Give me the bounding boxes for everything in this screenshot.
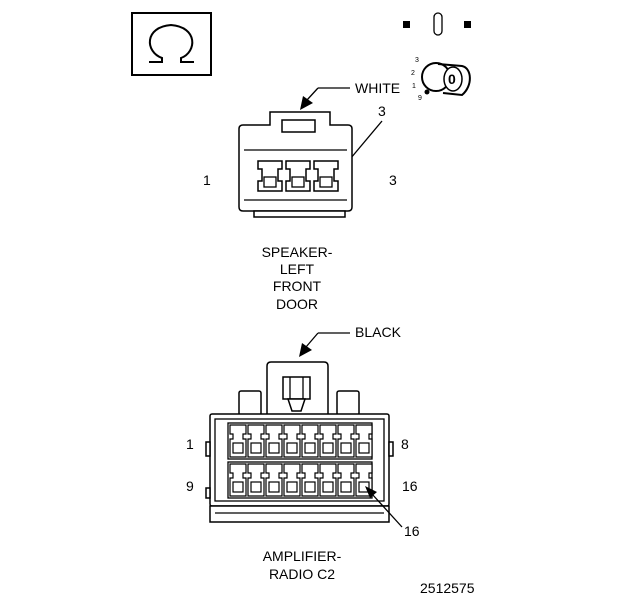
pin-cavity [301, 424, 319, 458]
black-leader-arrow [299, 332, 350, 357]
black-color-label: BLACK [355, 324, 402, 340]
pin-cavity [247, 463, 265, 497]
speaker-pin-callout: 3 [378, 103, 386, 119]
pin-cavity [301, 463, 319, 497]
ignition-position-2: 2 [411, 70, 415, 77]
pin-cavity [337, 463, 355, 497]
svg-text:LEFT: LEFT [280, 261, 315, 277]
ignition-switch-icon: 0 3 2 1 9 [403, 12, 471, 102]
pin-cavity [319, 424, 337, 458]
ignition-position-3: 3 [415, 57, 419, 64]
amplifier-pin-cavities-bottom-row [227, 461, 373, 499]
white-color-label: WHITE [355, 80, 400, 96]
svg-text:DOOR: DOOR [276, 296, 318, 312]
amplifier-bottom-left-pin-number: 9 [186, 478, 194, 494]
speaker-left-pin-number: 1 [203, 172, 211, 188]
amplifier-bottom-right-pin-number: 16 [402, 478, 418, 494]
amplifier-pin-callout-arrow [365, 486, 403, 528]
pin-cavity [355, 424, 373, 458]
figure-number: 2512575 [420, 580, 475, 596]
ohm-meter-icon [131, 12, 212, 76]
pin-cavity [229, 424, 247, 458]
ignition-position-1: 1 [412, 83, 416, 90]
amplifier-pin-cavities-top-row [227, 422, 373, 460]
pin-cavity [265, 463, 283, 497]
svg-text:RADIO C2: RADIO C2 [269, 566, 335, 582]
svg-text:AMPLIFIER-: AMPLIFIER- [263, 548, 342, 564]
pin-cavity [229, 463, 247, 497]
amplifier-top-right-pin-number: 8 [401, 436, 409, 452]
amplifier-connector: BLACK 1 8 9 16 [186, 324, 420, 582]
svg-text:SPEAKER-: SPEAKER- [262, 244, 333, 260]
svg-text:FRONT: FRONT [273, 278, 322, 294]
white-leader-arrow [300, 87, 350, 110]
speaker-connector-name: SPEAKER- LEFT FRONT DOOR [262, 244, 333, 312]
ignition-position-9: 9 [418, 95, 422, 102]
speaker-right-pin-number: 3 [389, 172, 397, 188]
pin-cavity [283, 424, 301, 458]
pin-cavity [247, 424, 265, 458]
speaker-connector: WHITE 3 1 3 SPEAKER- LEFT FRONT DOOR [203, 80, 400, 312]
amplifier-pin-callout: 16 [404, 523, 420, 539]
ignition-key-label: 0 [448, 71, 456, 87]
pin-cavity [337, 424, 355, 458]
pin-cavity [319, 463, 337, 497]
amplifier-top-left-pin-number: 1 [186, 436, 194, 452]
pin-cavity [265, 424, 283, 458]
amplifier-connector-name: AMPLIFIER- RADIO C2 [263, 548, 342, 582]
pin-cavity [283, 463, 301, 497]
speaker-pin-cavities [257, 160, 339, 192]
